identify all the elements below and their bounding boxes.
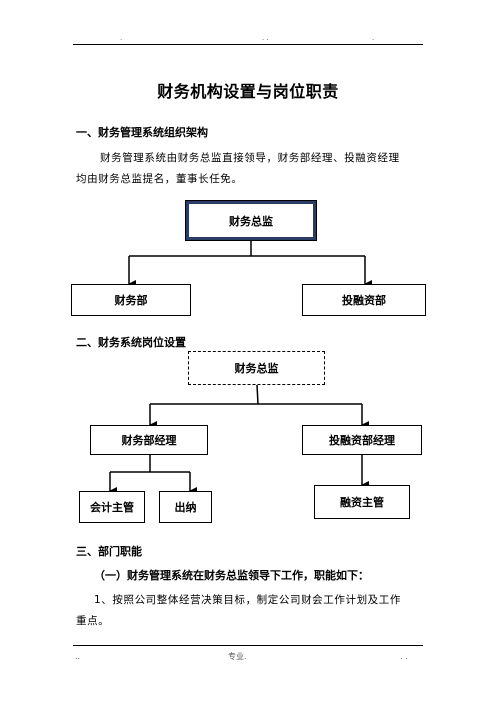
footer-center: 专业. xyxy=(228,652,247,661)
org1-finance-dept-box: 财务部 xyxy=(71,284,191,316)
org2-financing-supervisor-label: 融资主管 xyxy=(340,496,384,509)
section3-subheading: （一）财务管理系统在财务总监领导下工作，职能如下： xyxy=(94,569,369,582)
org2-accounting-supervisor-label: 会计主管 xyxy=(90,501,134,514)
section1-heading: 一、财务管理系统组织架构 xyxy=(76,126,208,139)
footer-left: .. xyxy=(75,652,81,661)
org2-accounting-supervisor-box: 会计主管 xyxy=(79,491,145,523)
org2-finance-director-box: 财务总监 xyxy=(188,351,325,385)
org1-investment-dept-box: 投融资部 xyxy=(302,284,426,316)
org2-finance-manager-box: 财务部经理 xyxy=(90,425,208,455)
org2-cashier-label: 出纳 xyxy=(174,501,197,514)
org1-finance-director-label: 财务总监 xyxy=(229,214,273,228)
section1-paragraph-line2: 均由财务总监提名，董事长任免。 xyxy=(76,173,243,185)
footer-rule xyxy=(73,645,423,646)
org2-investment-manager-box: 投融资部经理 xyxy=(302,425,422,455)
org1-finance-dept-label: 财务部 xyxy=(114,294,148,307)
org2-cashier-box: 出纳 xyxy=(159,491,212,523)
header-rule xyxy=(73,44,423,45)
section3-item1-line2: 重点。 xyxy=(76,615,110,627)
org1-finance-director-box: 财务总监 xyxy=(185,200,317,241)
page-title: 财务机构设置与岗位职责 xyxy=(157,82,339,101)
footer-right: . . xyxy=(400,652,408,661)
header-dot-left: . xyxy=(120,34,123,42)
header-dot-center: . . xyxy=(262,34,269,42)
section3-heading: 三、部门职能 xyxy=(76,545,142,558)
section1-paragraph-line1: 财务管理系统由财务总监直接领导，财务部经理、投融资经理 xyxy=(100,152,400,164)
section3-item1-line1: 1、按照公司整体经营决策目标，制定公司财会工作计划及工作 xyxy=(94,594,401,606)
org1-investment-dept-label: 投融资部 xyxy=(342,294,386,307)
org2-finance-manager-label: 财务部经理 xyxy=(121,434,177,447)
org2-investment-manager-label: 投融资部经理 xyxy=(329,434,395,447)
section2-heading: 二、财务系统岗位设置 xyxy=(76,336,186,349)
org2-finance-director-label: 财务总监 xyxy=(234,362,279,375)
header-dot-right: . xyxy=(372,34,375,42)
org2-financing-supervisor-box: 融资主管 xyxy=(314,485,410,519)
